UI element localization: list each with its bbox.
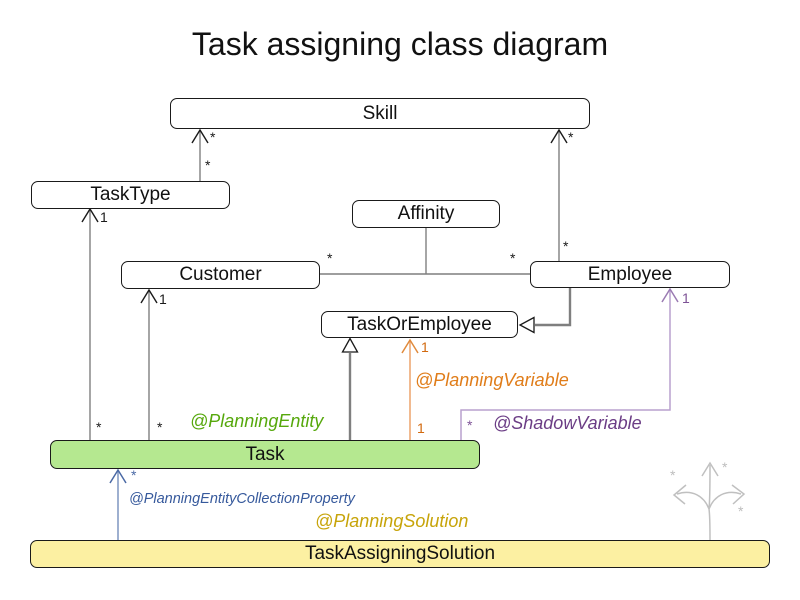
edge-task-inherits-taskoremployee: [341, 337, 359, 440]
class-label: TaskOrEmployee: [347, 313, 492, 335]
multiplicity-label: *: [96, 419, 102, 435]
open-arrowhead-icon: [191, 128, 209, 144]
open-arrowhead-icon: [672, 484, 687, 505]
open-arrowhead-icon: [701, 461, 719, 477]
class-box-taskoremployee: TaskOrEmployee: [321, 311, 518, 338]
class-box-affinity: Affinity: [352, 200, 500, 228]
edge-planning-variable: [401, 338, 419, 440]
annotation-planning-entity-collection-property: @PlanningEntityCollectionProperty: [129, 491, 355, 507]
edge-task-to-customer: [140, 288, 158, 440]
hollow-triangle-icon: [341, 337, 359, 353]
multiplicity-label: *: [467, 417, 473, 433]
open-arrowhead-icon: [81, 207, 99, 223]
multiplicity-label: *: [327, 250, 333, 266]
multiplicity-label: *: [205, 157, 211, 173]
multiplicity-label: 1: [100, 209, 108, 225]
diagram-title: Task assigning class diagram: [191, 26, 609, 62]
class-box-task: Task: [50, 440, 480, 469]
open-arrowhead-icon: [140, 288, 158, 304]
annotation-shadow-variable: @ShadowVariable: [493, 413, 642, 433]
edge-shadow-variable: [460, 287, 679, 440]
multiplicity-label: 1: [682, 290, 690, 306]
edge-collection-property: [109, 468, 127, 540]
class-label: Task: [245, 443, 285, 465]
class-label: Skill: [362, 102, 398, 124]
multiplicity-label: *: [568, 129, 574, 145]
edge-customer-employee-association: [320, 228, 530, 275]
edge-employee-inherits-taskoremployee: [518, 288, 572, 334]
open-arrowhead-icon: [109, 468, 127, 484]
annotation-planning-variable: @PlanningVariable: [415, 370, 569, 390]
multiplicity-label: *: [157, 419, 163, 435]
multiplicity-label: *: [131, 467, 137, 483]
class-label: TaskAssigningSolution: [304, 543, 496, 564]
hollow-triangle-icon: [518, 316, 535, 334]
open-arrowhead-icon: [661, 287, 679, 303]
class-label: Employee: [587, 263, 673, 285]
annotation-planning-entity: @PlanningEntity: [190, 411, 324, 431]
class-box-employee: Employee: [530, 261, 730, 288]
edge-tasktype-to-skill: [191, 128, 209, 181]
open-arrowhead-icon: [401, 338, 419, 354]
multiplicity-label: *: [722, 459, 728, 475]
multiplicity-label: *: [738, 503, 744, 519]
multiplicity-label: 1: [421, 339, 429, 355]
class-box-skill: Skill: [170, 98, 590, 129]
multiplicity-label: *: [670, 467, 676, 483]
multiplicity-label: *: [510, 250, 516, 266]
open-arrowhead-icon: [550, 128, 568, 144]
annotation-planning-solution: @PlanningSolution: [315, 511, 469, 531]
class-label: TaskType: [90, 184, 171, 205]
edge-employee-to-skill: [550, 128, 568, 261]
class-label: Customer: [179, 264, 262, 285]
multiplicity-label: *: [563, 238, 569, 254]
open-arrowhead-icon: [731, 484, 746, 505]
multiplicity-label: 1: [159, 291, 167, 307]
class-box-customer: Customer: [121, 261, 320, 289]
ghost-trident-arrows: [672, 461, 746, 541]
multiplicity-label: *: [210, 129, 216, 145]
edge-task-to-tasktype: [81, 207, 99, 440]
class-label: Affinity: [397, 203, 455, 224]
class-box-tasktype: TaskType: [31, 181, 230, 209]
class-box-taskassigningsolution: TaskAssigningSolution: [30, 540, 770, 568]
multiplicity-label: 1: [417, 420, 425, 436]
